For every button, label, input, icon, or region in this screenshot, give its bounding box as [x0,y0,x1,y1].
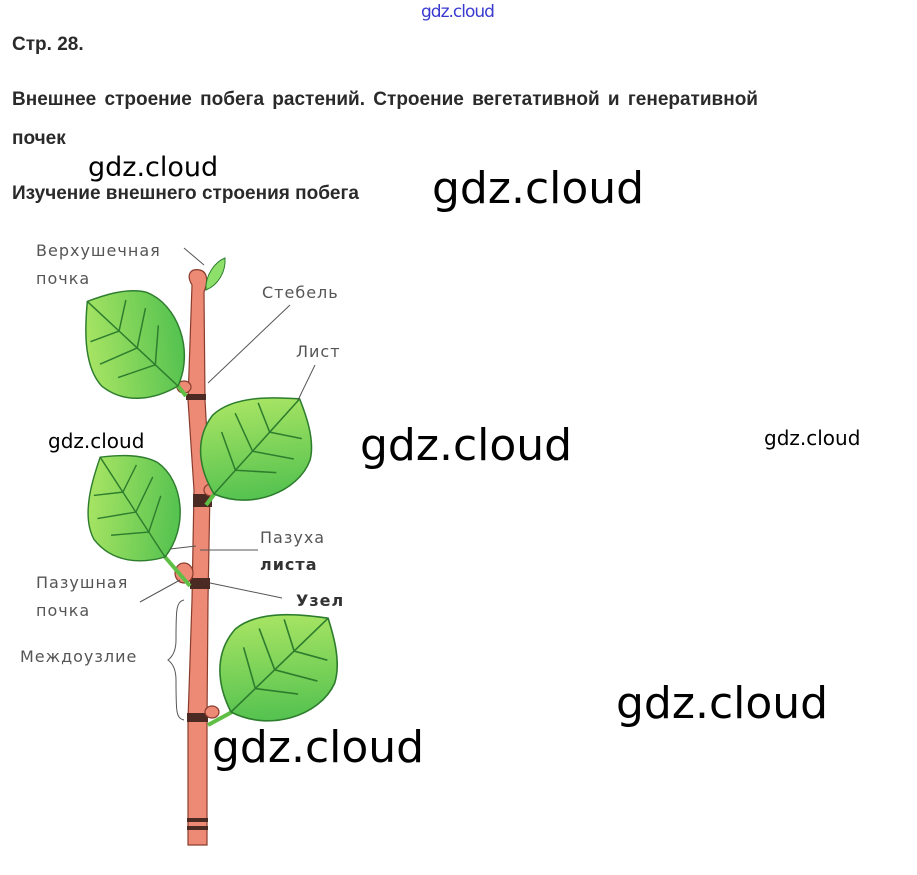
watermark: gdz.cloud [88,152,219,183]
watermark: gdz.cloud [212,722,425,773]
label-stem: Стебель [262,283,339,302]
label-axillary-bud: Пазушная [36,573,129,592]
pointer-lines [139,247,316,721]
stem [187,269,211,846]
label-apical-bud: Верхушечная [36,241,161,260]
label-leaf-axil: Пазуха [260,528,326,547]
label-leaf: Лист [296,342,341,361]
watermark: gdz.cloud [360,420,573,471]
label-apical-bud-2: почка [36,269,91,288]
page-reference: Стр. 28. [12,34,84,55]
label-axillary-bud-2: почка [36,601,91,620]
subheading: Изучение внешнего строения побега [12,183,359,204]
watermark: gdz.cloud [764,426,861,450]
label-internode: Междоузлие [20,647,138,666]
label-leaf-axil-2: листа [260,555,318,574]
heading-line-1: Внешнее строение побега растений. Строен… [12,89,758,110]
heading-line-2: почек [12,128,66,149]
label-node: Узел [296,591,345,610]
watermark-top: gdz.cloud [421,2,495,22]
apical-leaf [205,257,226,291]
leaf-left-lower [57,430,207,585]
watermark: gdz.cloud [48,429,145,453]
watermark: gdz.cloud [616,678,829,729]
watermark: gdz.cloud [432,163,645,214]
